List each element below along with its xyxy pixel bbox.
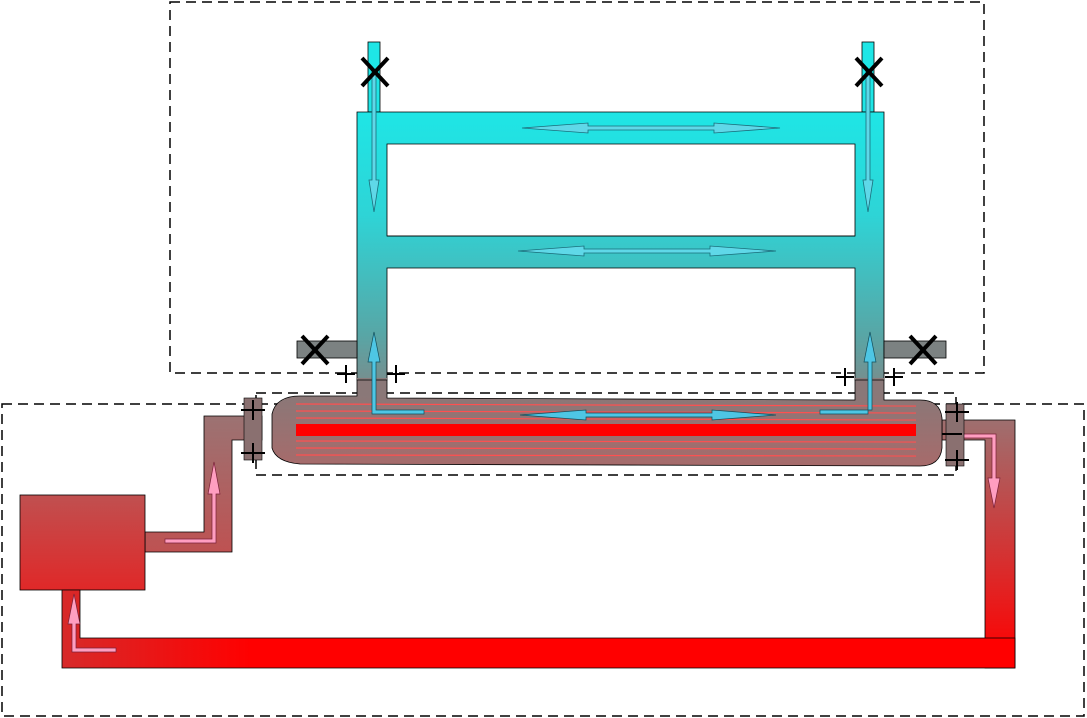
left-up-arrow-icon <box>367 331 425 415</box>
closed-valve-x-icon <box>300 334 330 366</box>
right-up-arrow-icon <box>819 331 877 415</box>
exchanger-cold-arrows <box>367 331 877 421</box>
hot-core-tube <box>296 424 916 436</box>
hot-tank <box>19 494 146 591</box>
closed-valve-x-icon <box>360 56 390 88</box>
flange-cross-icon <box>836 368 854 386</box>
top-double-arrow-icon <box>521 122 781 134</box>
closed-valve-x-icon <box>854 56 884 88</box>
flange-cross-icon <box>885 368 903 386</box>
flange-cross-icon <box>241 443 265 463</box>
right-down-arrow-icon <box>947 433 1001 509</box>
hot-flow-arrows <box>67 433 1001 653</box>
hot-loop-region <box>1 403 1085 717</box>
closed-valve-x-icon <box>908 334 938 366</box>
flanges <box>241 365 969 470</box>
flange-cross-icon <box>241 400 265 420</box>
left-up-arrow-icon <box>164 461 221 544</box>
flange-cross-icon <box>945 450 969 470</box>
bottom-return-pipe <box>61 589 1016 669</box>
cold-flow-arrows <box>368 69 874 257</box>
shell-double-arrow-icon <box>519 409 777 421</box>
shell-body <box>271 379 943 467</box>
left-drain-stub <box>296 340 358 359</box>
flange-cross-icon <box>945 402 969 422</box>
cold-loop <box>296 41 947 381</box>
tank-up-arrow-icon <box>67 593 117 653</box>
heat-exchanger <box>241 331 969 470</box>
cold-manifold <box>356 111 885 381</box>
right-down-arrow-icon <box>862 69 874 213</box>
cold-loop-region <box>169 1 985 374</box>
middle-double-arrow-icon <box>517 245 777 257</box>
flange-cross-icon <box>337 365 355 383</box>
valves <box>300 56 938 366</box>
flange-cross-icon <box>387 365 405 383</box>
left-down-arrow-icon <box>368 69 380 213</box>
